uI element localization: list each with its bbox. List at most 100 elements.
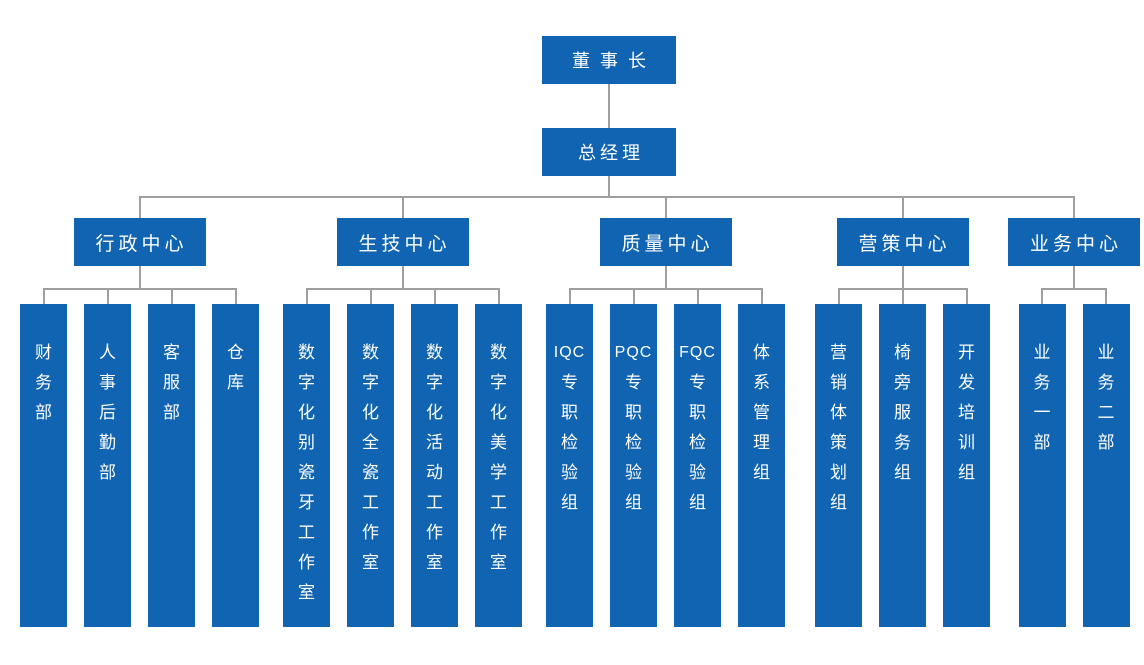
- dept-label-char: 体: [753, 343, 770, 362]
- dept-column: 数字化活动工作室: [411, 304, 458, 627]
- connector-line: [106, 288, 109, 304]
- dept-label-char: 化: [490, 403, 507, 422]
- dept-label-char: 字: [490, 373, 507, 392]
- dept-label-char: 组: [830, 493, 847, 512]
- connector-line: [1041, 288, 1043, 304]
- dept-label-char: 理: [753, 433, 770, 452]
- dept-label-char: 美: [490, 433, 507, 452]
- dept-label-char: 培: [958, 403, 975, 422]
- connector-line: [608, 84, 610, 128]
- connector-line: [1042, 288, 1106, 290]
- dept-label-char: 室: [298, 583, 315, 602]
- chairman-label: 董事长: [572, 51, 656, 71]
- dept-label-char: 检: [625, 433, 642, 452]
- dept-label-char: 专: [561, 373, 578, 392]
- dept-label-char: 部: [35, 403, 52, 422]
- dept-label-char: 数: [298, 343, 315, 362]
- dept-label-char: 活: [426, 433, 443, 452]
- connector-line: [569, 288, 762, 290]
- dept-column: 椅旁服务组: [879, 304, 926, 627]
- connector-line: [43, 288, 236, 290]
- center-header: 生技中心: [336, 218, 469, 266]
- center-header: 业务中心: [1008, 218, 1140, 266]
- center-children: 财务部人事后勤部客服部仓库: [20, 304, 259, 627]
- connector-line: [901, 288, 904, 304]
- dept-label-char: 划: [830, 463, 847, 482]
- dept-label-char: 部: [99, 463, 116, 482]
- dept-label-char: 数: [426, 343, 443, 362]
- dept-label-char: FQC: [679, 344, 716, 361]
- dept-label-char: 销: [830, 373, 847, 392]
- connector-line: [608, 176, 610, 196]
- dept-label-char: 开: [958, 343, 975, 362]
- connector-line: [305, 288, 308, 304]
- connector-line: [306, 288, 499, 290]
- connector-line: [1073, 266, 1075, 288]
- dept-label-char: 化: [426, 403, 443, 422]
- dept-label-char: 组: [894, 463, 911, 482]
- connector-line: [760, 288, 763, 304]
- dept-label-char: 业: [1097, 343, 1115, 362]
- dept-label-char: 全: [362, 433, 379, 452]
- connector-line: [138, 196, 141, 218]
- dept-label-char: 室: [426, 553, 443, 572]
- dept-label-char: 务: [1033, 373, 1051, 392]
- dept-label-char: 作: [490, 523, 507, 542]
- dept-label-char: 服: [894, 403, 911, 422]
- dept-label-char: 管: [753, 403, 770, 422]
- connector-line: [170, 288, 173, 304]
- dept-label-char: 动: [426, 463, 443, 482]
- dept-column: 业务一部: [1018, 304, 1066, 627]
- connector-line: [632, 288, 635, 304]
- dept-label-char: 专: [625, 373, 642, 392]
- dept-label-char: 工: [490, 493, 507, 512]
- dept-label-char: 服: [163, 373, 180, 392]
- dept-label-char: 字: [426, 373, 443, 392]
- dept-label-char: 检: [561, 433, 578, 452]
- dept-label-char: 部: [163, 403, 180, 422]
- center-children: 营销体策划组椅旁服务组开发培训组: [815, 304, 990, 627]
- dept-column: 开发培训组: [943, 304, 990, 627]
- dept-label-char: 室: [490, 553, 507, 572]
- dept-label-char: 数: [490, 343, 507, 362]
- chairman-node: 董事长: [542, 36, 676, 84]
- connector-line: [664, 196, 667, 218]
- dept-label-char: 营: [830, 343, 847, 362]
- dept-label-char: 别: [298, 433, 315, 452]
- connector-line: [139, 196, 1074, 198]
- dept-column: 业务二部: [1082, 304, 1130, 627]
- dept-column: 营销体策划组: [815, 304, 862, 627]
- groups-row: 行政中心 财务部人事后勤部客服部仓库 生技中心 数字化别瓷牙工作室数字化全瓷工作…: [20, 218, 1140, 627]
- dept-label-char: 工: [362, 493, 379, 512]
- center-group: 营策中心 营销体策划组椅旁服务组开发培训组: [815, 218, 990, 627]
- center-group: 生技中心 数字化别瓷牙工作室数字化全瓷工作室数字化活动工作室数字化美学工作室: [283, 218, 522, 627]
- dept-label-char: 务: [35, 373, 52, 392]
- dept-label-char: 工: [298, 523, 315, 542]
- center-group: 业务中心 业务一部业务二部: [1008, 218, 1140, 627]
- dept-label-char: 勤: [99, 433, 116, 452]
- dept-label-char: 职: [689, 403, 706, 422]
- top-level-nodes: 董事长 总经理: [542, 36, 676, 176]
- connector-line: [401, 196, 404, 218]
- dept-label-char: 二: [1097, 403, 1115, 422]
- dept-label-char: 字: [298, 373, 315, 392]
- connector-line: [369, 288, 372, 304]
- center-header: 营策中心: [836, 218, 969, 266]
- dept-label-char: 事: [99, 373, 116, 392]
- dept-label-char: 务: [894, 433, 911, 452]
- dept-label-char: 训: [958, 433, 975, 452]
- dept-label-char: 组: [958, 463, 975, 482]
- dept-label-char: 作: [362, 523, 379, 542]
- connector-line: [42, 288, 45, 304]
- dept-column: 客服部: [148, 304, 195, 627]
- connector-line: [497, 288, 500, 304]
- dept-label-char: 人: [99, 343, 116, 362]
- dept-label-char: 组: [753, 463, 770, 482]
- dept-label-char: IQC: [553, 344, 586, 361]
- dept-label-char: 检: [689, 433, 706, 452]
- dept-label-char: 工: [426, 493, 443, 512]
- dept-label-char: 牙: [298, 493, 315, 512]
- connector-line: [664, 266, 667, 288]
